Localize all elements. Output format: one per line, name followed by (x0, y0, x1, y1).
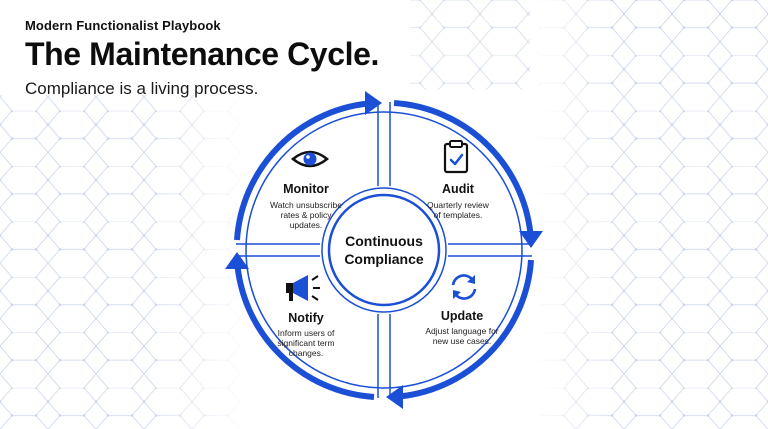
update-desc-line2: new use cases. (433, 336, 492, 346)
update-desc-line1: Adjust language for (425, 326, 498, 336)
monitor-desc-line1: Watch unsubscribe (270, 200, 342, 210)
arrowhead-top (365, 91, 382, 115)
audit-desc-line2: of templates. (434, 210, 483, 220)
arrow-notify-to-monitor (234, 259, 375, 400)
quadrant-audit: Audit Quarterly review of templates. (427, 140, 490, 220)
arrowhead-left (225, 252, 249, 269)
update-title: Update (441, 309, 483, 323)
monitor-title: Monitor (283, 182, 329, 196)
notify-desc-line2: significant term (277, 338, 334, 348)
arrowhead-right (519, 231, 543, 248)
header: Modern Functionalist Playbook The Mainte… (25, 18, 379, 99)
monitor-desc-line2: rates & policy (280, 210, 332, 220)
arrow-update-to-notify (393, 259, 534, 400)
arrow-audit-to-update (393, 100, 534, 241)
eye-icon (291, 150, 329, 168)
kicker-text: Modern Functionalist Playbook (25, 18, 221, 33)
arrow-monitor-to-audit (234, 100, 375, 241)
center-label-line2: Compliance (344, 251, 424, 267)
clipboard-check-icon (443, 140, 469, 174)
audit-title: Audit (442, 182, 475, 196)
center-label-line1: Continuous (345, 233, 423, 249)
notify-desc-line1: Inform users of (278, 328, 335, 338)
quadrant-notify: Notify Inform users of significant term … (277, 275, 335, 358)
page-title: The Maintenance Cycle. (25, 36, 379, 72)
audit-desc-line1: Quarterly review (427, 200, 490, 210)
arrowhead-bottom (386, 385, 403, 409)
monitor-desc-line3: updates. (290, 220, 323, 230)
refresh-icon (451, 274, 477, 300)
notify-desc-line3: changes. (289, 348, 324, 358)
notify-title: Notify (288, 311, 323, 325)
maintenance-cycle-diagram: Continuous Compliance Monitor Watch unsu… (222, 88, 546, 412)
quadrant-monitor: Monitor Watch unsubscribe rates & policy… (270, 150, 342, 230)
page-subtitle: Compliance is a living process. (25, 79, 259, 98)
megaphone-icon (286, 275, 320, 301)
quadrant-update: Update Adjust language for new use cases… (425, 274, 499, 346)
